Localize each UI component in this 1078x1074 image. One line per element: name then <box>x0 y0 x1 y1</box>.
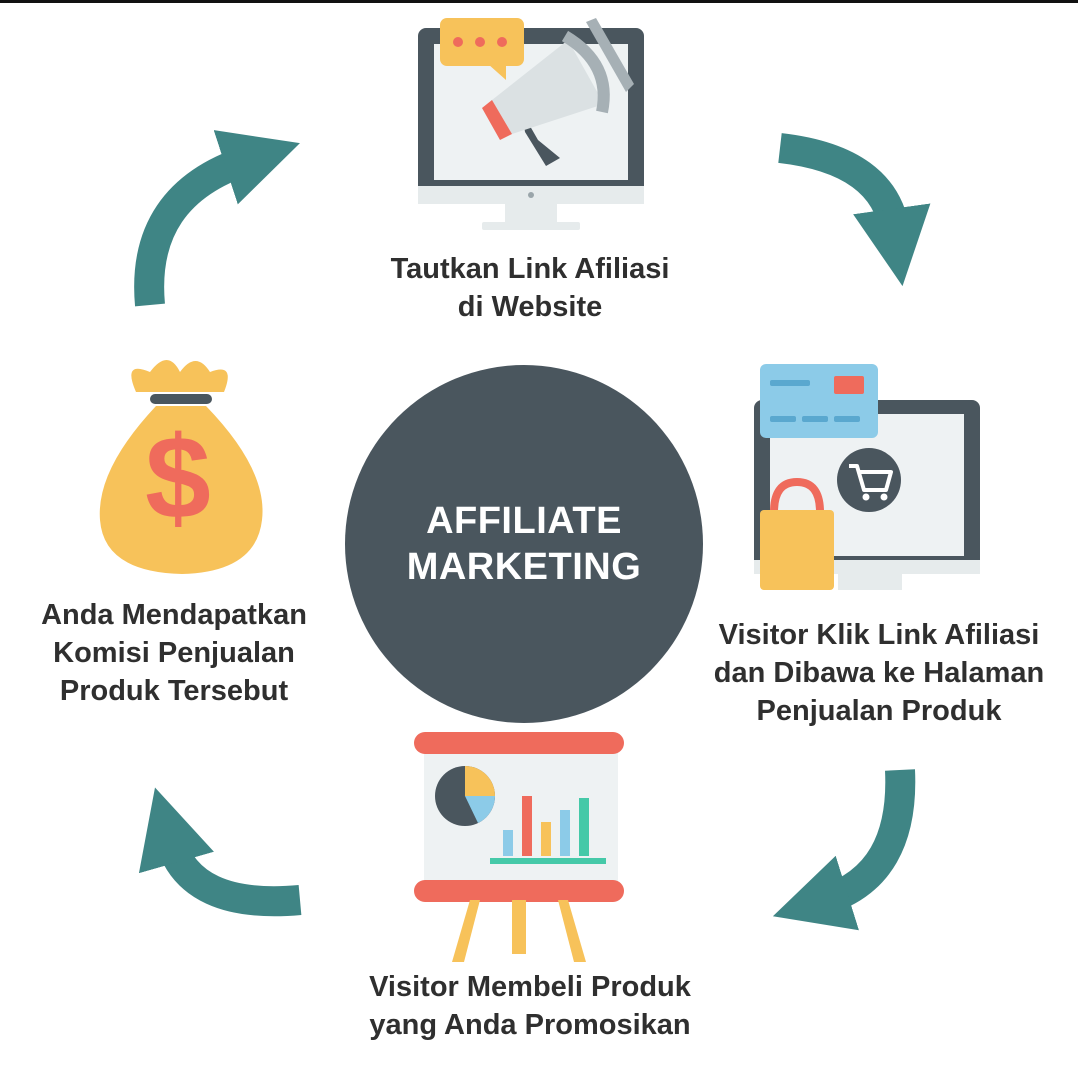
arrow-top-left <box>134 130 300 307</box>
svg-text:$: $ <box>145 412 211 544</box>
step-label-top: Tautkan Link Afiliasi di Website <box>330 250 730 326</box>
center-title-line-1: AFFILIATE <box>426 500 622 542</box>
arrow-bottom-right <box>772 769 916 931</box>
step-label-right: Visitor Klik Link Afiliasi dan Dibawa ke… <box>680 616 1078 730</box>
presentation-board-icon <box>414 732 624 962</box>
money-bag-icon: $ <box>99 360 263 574</box>
step-3-line-1: Visitor Membeli Produk <box>369 971 691 1003</box>
step-1-line-2: di Website <box>457 291 603 323</box>
step-4-line-2: Komisi Penjualan <box>53 637 295 669</box>
arrow-bottom-left <box>138 787 302 917</box>
shopping-monitor-icon <box>754 364 980 590</box>
arrow-top-right <box>778 133 931 287</box>
step-2-line-1: Visitor Klik Link Afiliasi <box>718 619 1040 651</box>
step-4-line-3: Produk Tersebut <box>59 675 289 707</box>
top-border <box>0 0 1078 3</box>
step-label-bottom: Visitor Membeli Produk yang Anda Promosi… <box>320 968 740 1044</box>
step-3-line-2: yang Anda Promosikan <box>369 1009 691 1041</box>
step-label-left: Anda Mendapatkan Komisi Penjualan Produk… <box>4 596 344 710</box>
center-title-line-2: MARKETING <box>406 546 642 588</box>
step-4-line-1: Anda Mendapatkan <box>41 599 307 631</box>
center-title: AFFILIATE MARKETING <box>345 365 703 723</box>
step-1-line-1: Tautkan Link Afiliasi <box>390 253 670 285</box>
step-2-line-2: dan Dibawa ke Halaman <box>713 657 1045 689</box>
step-2-line-3: Penjualan Produk <box>756 695 1002 727</box>
megaphone-monitor-icon <box>418 18 644 230</box>
